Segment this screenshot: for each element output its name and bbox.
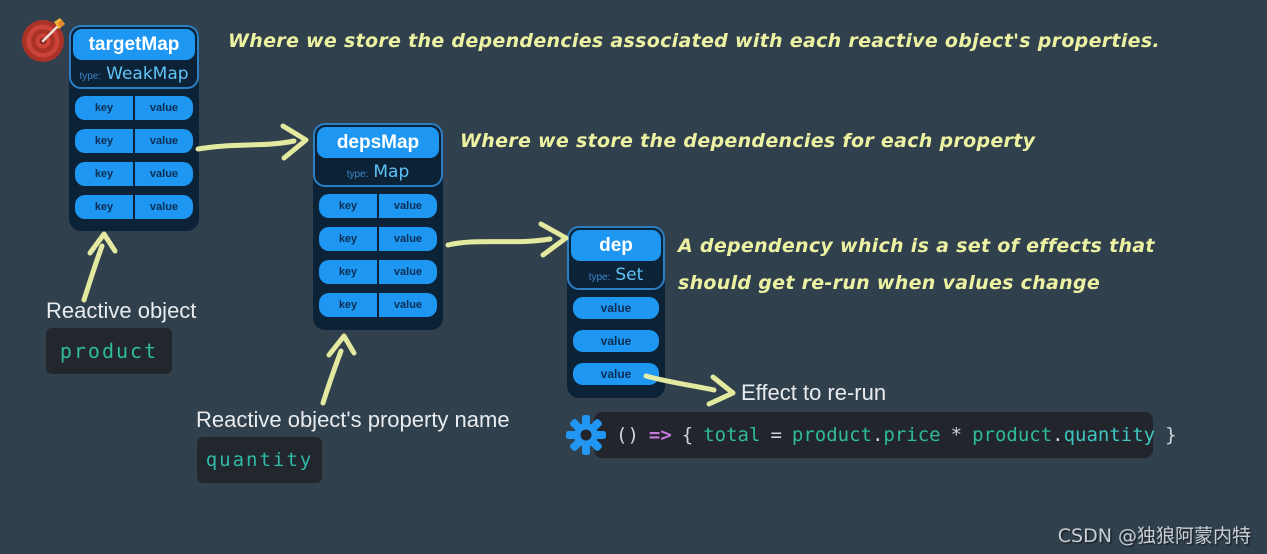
arrow-targetmap-to-depsmap (195, 123, 309, 161)
set-value-row: value (573, 297, 659, 319)
key-cell: key (338, 233, 358, 245)
key-cell: key (338, 266, 358, 278)
map-entry-row: key value (75, 129, 193, 153)
note-depsmap: Where we store the dependencies for each… (460, 130, 1036, 152)
set-value-row: value (573, 330, 659, 352)
map-entry-row: key value (319, 260, 437, 284)
dep-type: type: Set (569, 265, 663, 289)
depsmap-header: depsMap type: Map (313, 123, 443, 187)
code-token-arrow: => (648, 424, 672, 446)
depsmap-rows: key value key value key value key value (319, 194, 437, 317)
row-divider (377, 260, 379, 284)
type-value: Set (615, 265, 644, 285)
row-divider (133, 96, 135, 120)
type-value: WeakMap (106, 64, 189, 84)
product-code-chip: product (46, 328, 172, 374)
key-cell: key (94, 102, 114, 114)
code-token-parens: () (616, 424, 639, 446)
code-token-equals: = (770, 424, 782, 446)
value-cell: value (393, 299, 423, 311)
code-token-product2: product (972, 424, 1053, 446)
code-token-star: * (950, 424, 963, 446)
targetmap-title: targetMap (73, 29, 195, 60)
arrow-reactive-object-to-targetmap (81, 231, 118, 303)
arrow-depsmap-to-dep (445, 221, 569, 258)
effect-code-box: () => { total = product . price * produc… (594, 412, 1177, 458)
gear-icon (566, 415, 606, 455)
row-divider (377, 194, 379, 218)
dep-title: dep (571, 230, 661, 261)
row-divider (133, 129, 135, 153)
type-label: type: (79, 71, 102, 82)
code-token-dot2: . (1052, 424, 1064, 446)
watermark: CSDN @独狼阿蒙内特 (1057, 525, 1251, 547)
note-dep-line2: should get re-run when values change (678, 272, 1101, 294)
targetmap-header: targetMap type: WeakMap (69, 25, 199, 89)
row-divider (133, 195, 135, 219)
map-entry-row: key value (75, 162, 193, 186)
depsmap-type: type: Map (315, 162, 441, 186)
map-entry-row: key value (319, 227, 437, 251)
code-token-dot1: . (871, 424, 884, 446)
value-cell: value (149, 168, 179, 180)
note-dep: A dependency which is a set of effects t… (678, 228, 1155, 302)
type-label: type: (346, 169, 369, 180)
row-divider (377, 227, 379, 251)
code-token-total: total (703, 424, 761, 446)
map-entry-row: key value (75, 96, 193, 120)
value-cell: value (149, 201, 179, 213)
row-divider (133, 162, 135, 186)
dep-header: dep type: Set (567, 226, 665, 290)
map-entry-row: key value (319, 293, 437, 317)
set-value-row: value (573, 363, 659, 385)
note-targetmap: Where we store the dependencies associat… (228, 30, 1160, 52)
note-dep-line1: A dependency which is a set of effects t… (678, 235, 1155, 257)
targetmap-type: type: WeakMap (71, 64, 197, 88)
value-cell: value (393, 266, 423, 278)
code-token-quantity: quantity (1063, 424, 1156, 446)
dep-card: dep type: Set value value value (567, 226, 665, 398)
map-entry-row: key value (319, 194, 437, 218)
property-name-label: Reactive object's property name (196, 407, 510, 432)
map-entry-row: key value (75, 195, 193, 219)
key-cell: key (94, 135, 114, 147)
arrow-property-name-to-depsmap (320, 333, 357, 406)
quantity-code-chip: quantity (197, 437, 322, 483)
code-token-close-brace: } (1165, 424, 1177, 446)
code-token-price: price (883, 424, 941, 446)
type-label: type: (588, 272, 611, 283)
target-dartboard-icon (22, 18, 65, 62)
depsmap-card: depsMap type: Map key value key value ke… (313, 123, 443, 330)
key-cell: key (94, 168, 114, 180)
key-cell: key (338, 200, 358, 212)
code-token-open-brace: { (681, 424, 694, 446)
value-cell: value (393, 200, 423, 212)
dep-values: value value value (573, 297, 659, 385)
key-cell: key (94, 201, 114, 213)
type-value: Map (373, 162, 410, 182)
targetmap-rows: key value key value key value key value (75, 96, 193, 219)
row-divider (377, 293, 379, 317)
effect-label: Effect to re-run (741, 380, 887, 405)
targetmap-card: targetMap type: WeakMap key value key va… (69, 25, 199, 231)
key-cell: key (338, 299, 358, 311)
depsmap-title: depsMap (317, 127, 439, 158)
value-cell: value (149, 102, 179, 114)
value-cell: value (393, 233, 423, 245)
code-token-product1: product (791, 424, 872, 446)
reactive-object-label: Reactive object (46, 298, 197, 323)
value-cell: value (149, 135, 179, 147)
